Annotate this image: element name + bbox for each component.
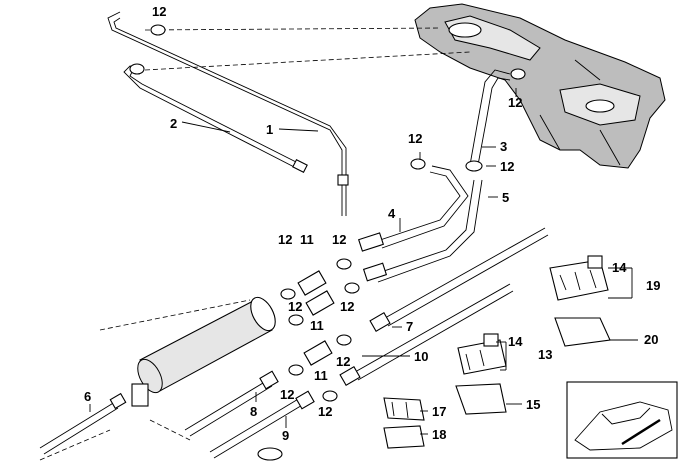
line-10 (339, 283, 514, 386)
callout-12: 12 (508, 95, 522, 110)
callout-14: 14 (508, 334, 523, 349)
callout-12: 12 (500, 159, 514, 174)
callout-12: 12 (318, 404, 332, 419)
holder-19 (549, 255, 609, 301)
callout-3: 3 (500, 139, 507, 154)
callout-19: 19 (646, 278, 660, 293)
hose-5 (374, 179, 483, 283)
line-6 (39, 392, 127, 455)
callout-5: 5 (502, 190, 509, 205)
bracket-15 (455, 383, 507, 415)
holder-17 (383, 397, 425, 421)
leader-lines (89, 88, 638, 435)
callout-11: 11 (300, 232, 314, 247)
car-inset (566, 381, 678, 459)
callout-13: 13 (538, 347, 552, 362)
sleeve-11-group (297, 270, 335, 366)
callout-15: 15 (526, 397, 540, 412)
callout-8: 8 (250, 404, 257, 419)
callout-10: 10 (414, 349, 428, 364)
callout-12: 12 (288, 299, 302, 314)
filter-canister (39, 296, 283, 461)
callout-12: 12 (152, 4, 166, 19)
callout-11: 11 (314, 368, 328, 383)
callout-12: 12 (408, 131, 422, 146)
filler-hose-3 (469, 69, 511, 166)
callout-12: 12 (332, 232, 346, 247)
callout-12: 12 (280, 387, 294, 402)
vent-line-1 (107, 11, 349, 216)
line-8 (184, 370, 279, 437)
callout-1: 1 (266, 122, 273, 137)
bracket-20 (554, 317, 611, 347)
callout-6: 6 (84, 389, 91, 404)
hose-4 (357, 165, 469, 282)
callout-12: 12 (336, 354, 350, 369)
callout-11: 11 (310, 318, 324, 333)
clamp-12-group (129, 24, 526, 402)
callout-7: 7 (406, 319, 413, 334)
callout-12: 12 (278, 232, 292, 247)
bracket-18 (383, 425, 425, 449)
callout-2: 2 (170, 116, 177, 131)
callout-14: 14 (612, 260, 627, 275)
callout-12: 12 (340, 299, 354, 314)
callout-4: 4 (388, 206, 396, 221)
vent-line-2 (123, 65, 308, 174)
callout-9: 9 (282, 428, 289, 443)
callout-17: 17 (432, 404, 446, 419)
callout-20: 20 (644, 332, 658, 347)
line-9 (209, 390, 315, 459)
line-7 (369, 227, 549, 332)
callout-labels: 12 2 1 12 3 12 5 12 4 12 11 12 12 12 11 … (84, 4, 660, 443)
fuel-tank (144, 3, 666, 169)
callout-18: 18 (432, 427, 446, 442)
holder-13 (457, 333, 507, 375)
